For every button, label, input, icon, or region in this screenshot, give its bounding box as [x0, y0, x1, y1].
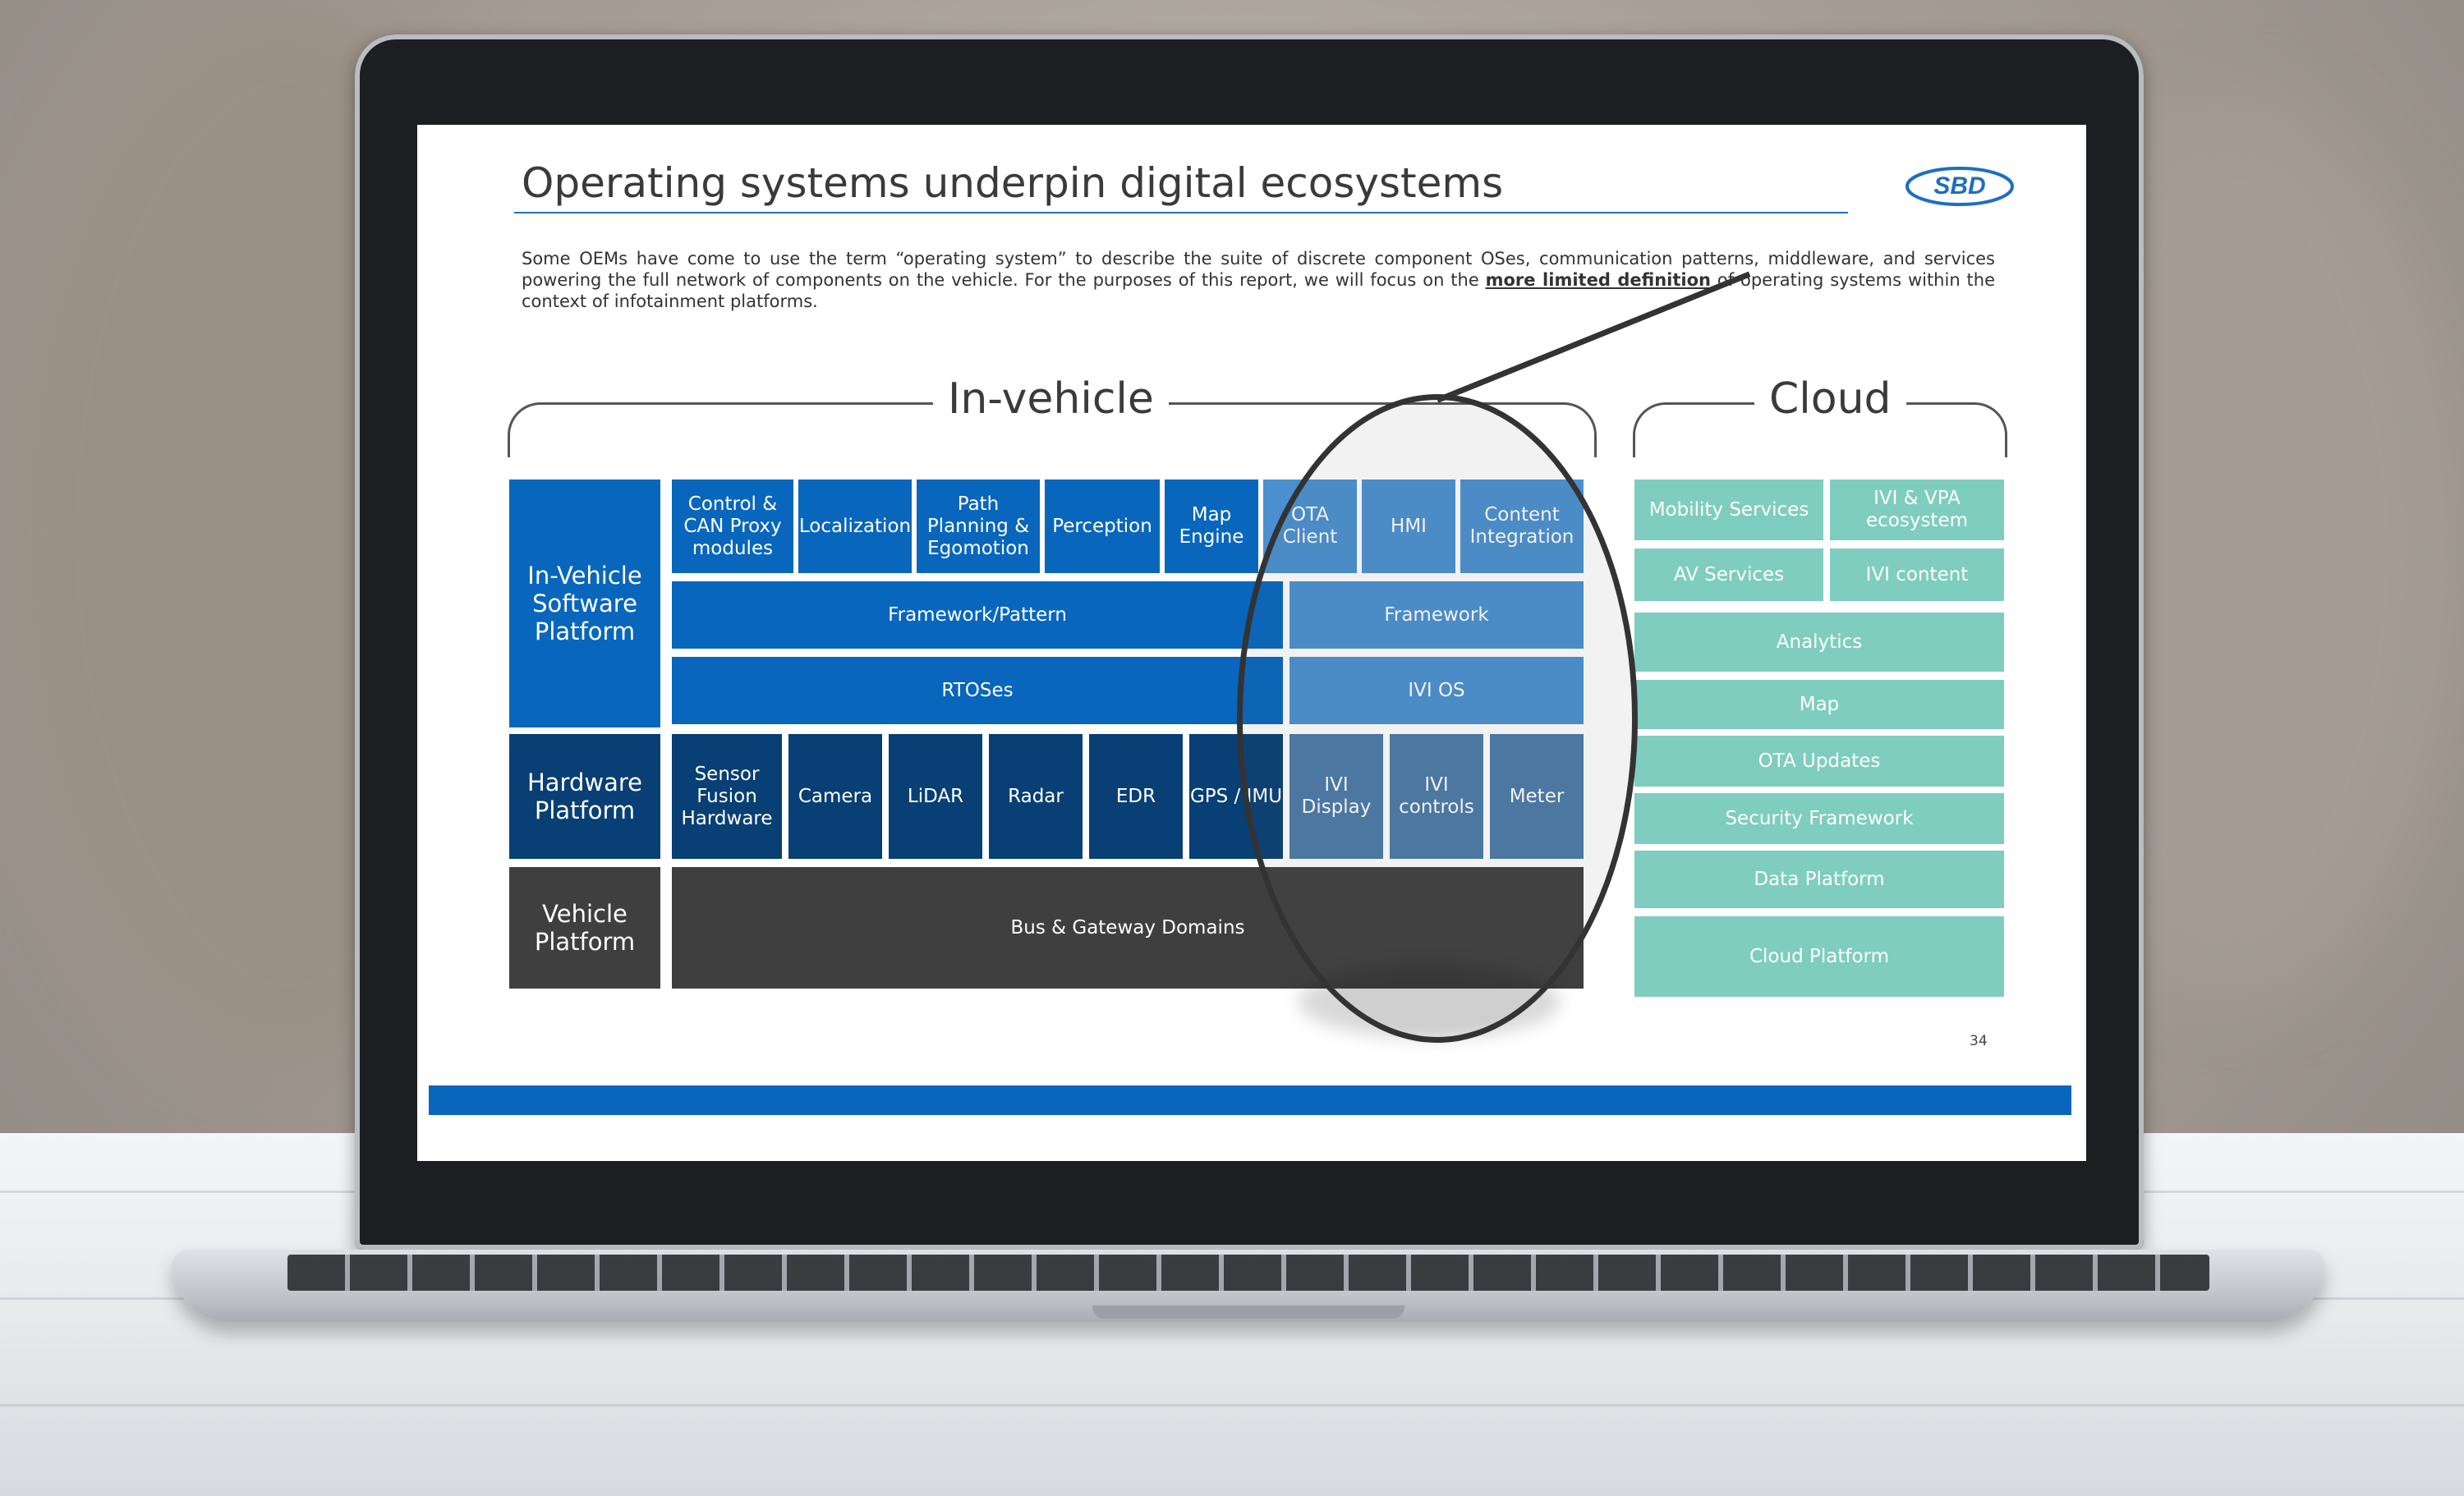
title-underline: [514, 212, 1848, 213]
cloud-analytics: Analytics: [1634, 613, 2004, 672]
cloud-map: Map: [1634, 680, 2004, 729]
cloud-ivi-content: IVI content: [1830, 548, 2004, 601]
box-framework-pattern: Framework/Pattern: [672, 581, 1283, 649]
laptop-notch: [1092, 1306, 1404, 1319]
box-perception: Perception: [1045, 480, 1160, 573]
box-edr: EDR: [1089, 734, 1183, 859]
cloud-cloud-platform: Cloud Platform: [1634, 916, 2004, 997]
row-label-hardware-platform: Hardware Platform: [509, 734, 660, 859]
box-path-planning: Path Planning & Egomotion: [917, 480, 1040, 573]
box-sensor-fusion-hardware: Sensor Fusion Hardware: [672, 734, 782, 859]
laptop-keyboard: [287, 1255, 2209, 1291]
box-control-can-proxy: Control & CAN Proxy modules: [672, 480, 793, 573]
box-lidar: LiDAR: [889, 734, 982, 859]
row-label-software-platform: In-Vehicle Software Platform: [509, 480, 660, 727]
box-camera: Camera: [788, 734, 882, 859]
cloud-ota-updates: OTA Updates: [1634, 736, 2004, 787]
intro-paragraph: Some OEMs have come to use the term “ope…: [522, 249, 1995, 311]
page-number: 34: [1970, 1033, 1988, 1049]
cloud-data-platform: Data Platform: [1634, 851, 2004, 908]
box-radar: Radar: [989, 734, 1083, 859]
svg-text:SBD: SBD: [1933, 172, 1985, 200]
row-label-vehicle-platform: Vehicle Platform: [509, 867, 660, 989]
cloud-ivi-vpa-ecosystem: IVI & VPA ecosystem: [1830, 480, 2004, 540]
sbd-logo: SBD: [1905, 167, 2014, 206]
slide-bottom-bar: [429, 1085, 2071, 1115]
cloud-label: Cloud: [1754, 374, 1906, 424]
magnifier-lens: [1237, 394, 1638, 1043]
box-localization: Localization: [798, 480, 912, 573]
box-map-engine: Map Engine: [1165, 480, 1258, 573]
intro-emphasis: more limited definition: [1485, 270, 1711, 290]
slide-title: Operating systems underpin digital ecosy…: [522, 159, 1504, 207]
cloud-security-framework: Security Framework: [1634, 793, 2004, 844]
cloud-mobility-services: Mobility Services: [1634, 480, 1823, 540]
box-rtoses: RTOSes: [672, 657, 1283, 724]
in-vehicle-label: In-vehicle: [933, 374, 1169, 424]
cloud-av-services: AV Services: [1634, 548, 1823, 601]
